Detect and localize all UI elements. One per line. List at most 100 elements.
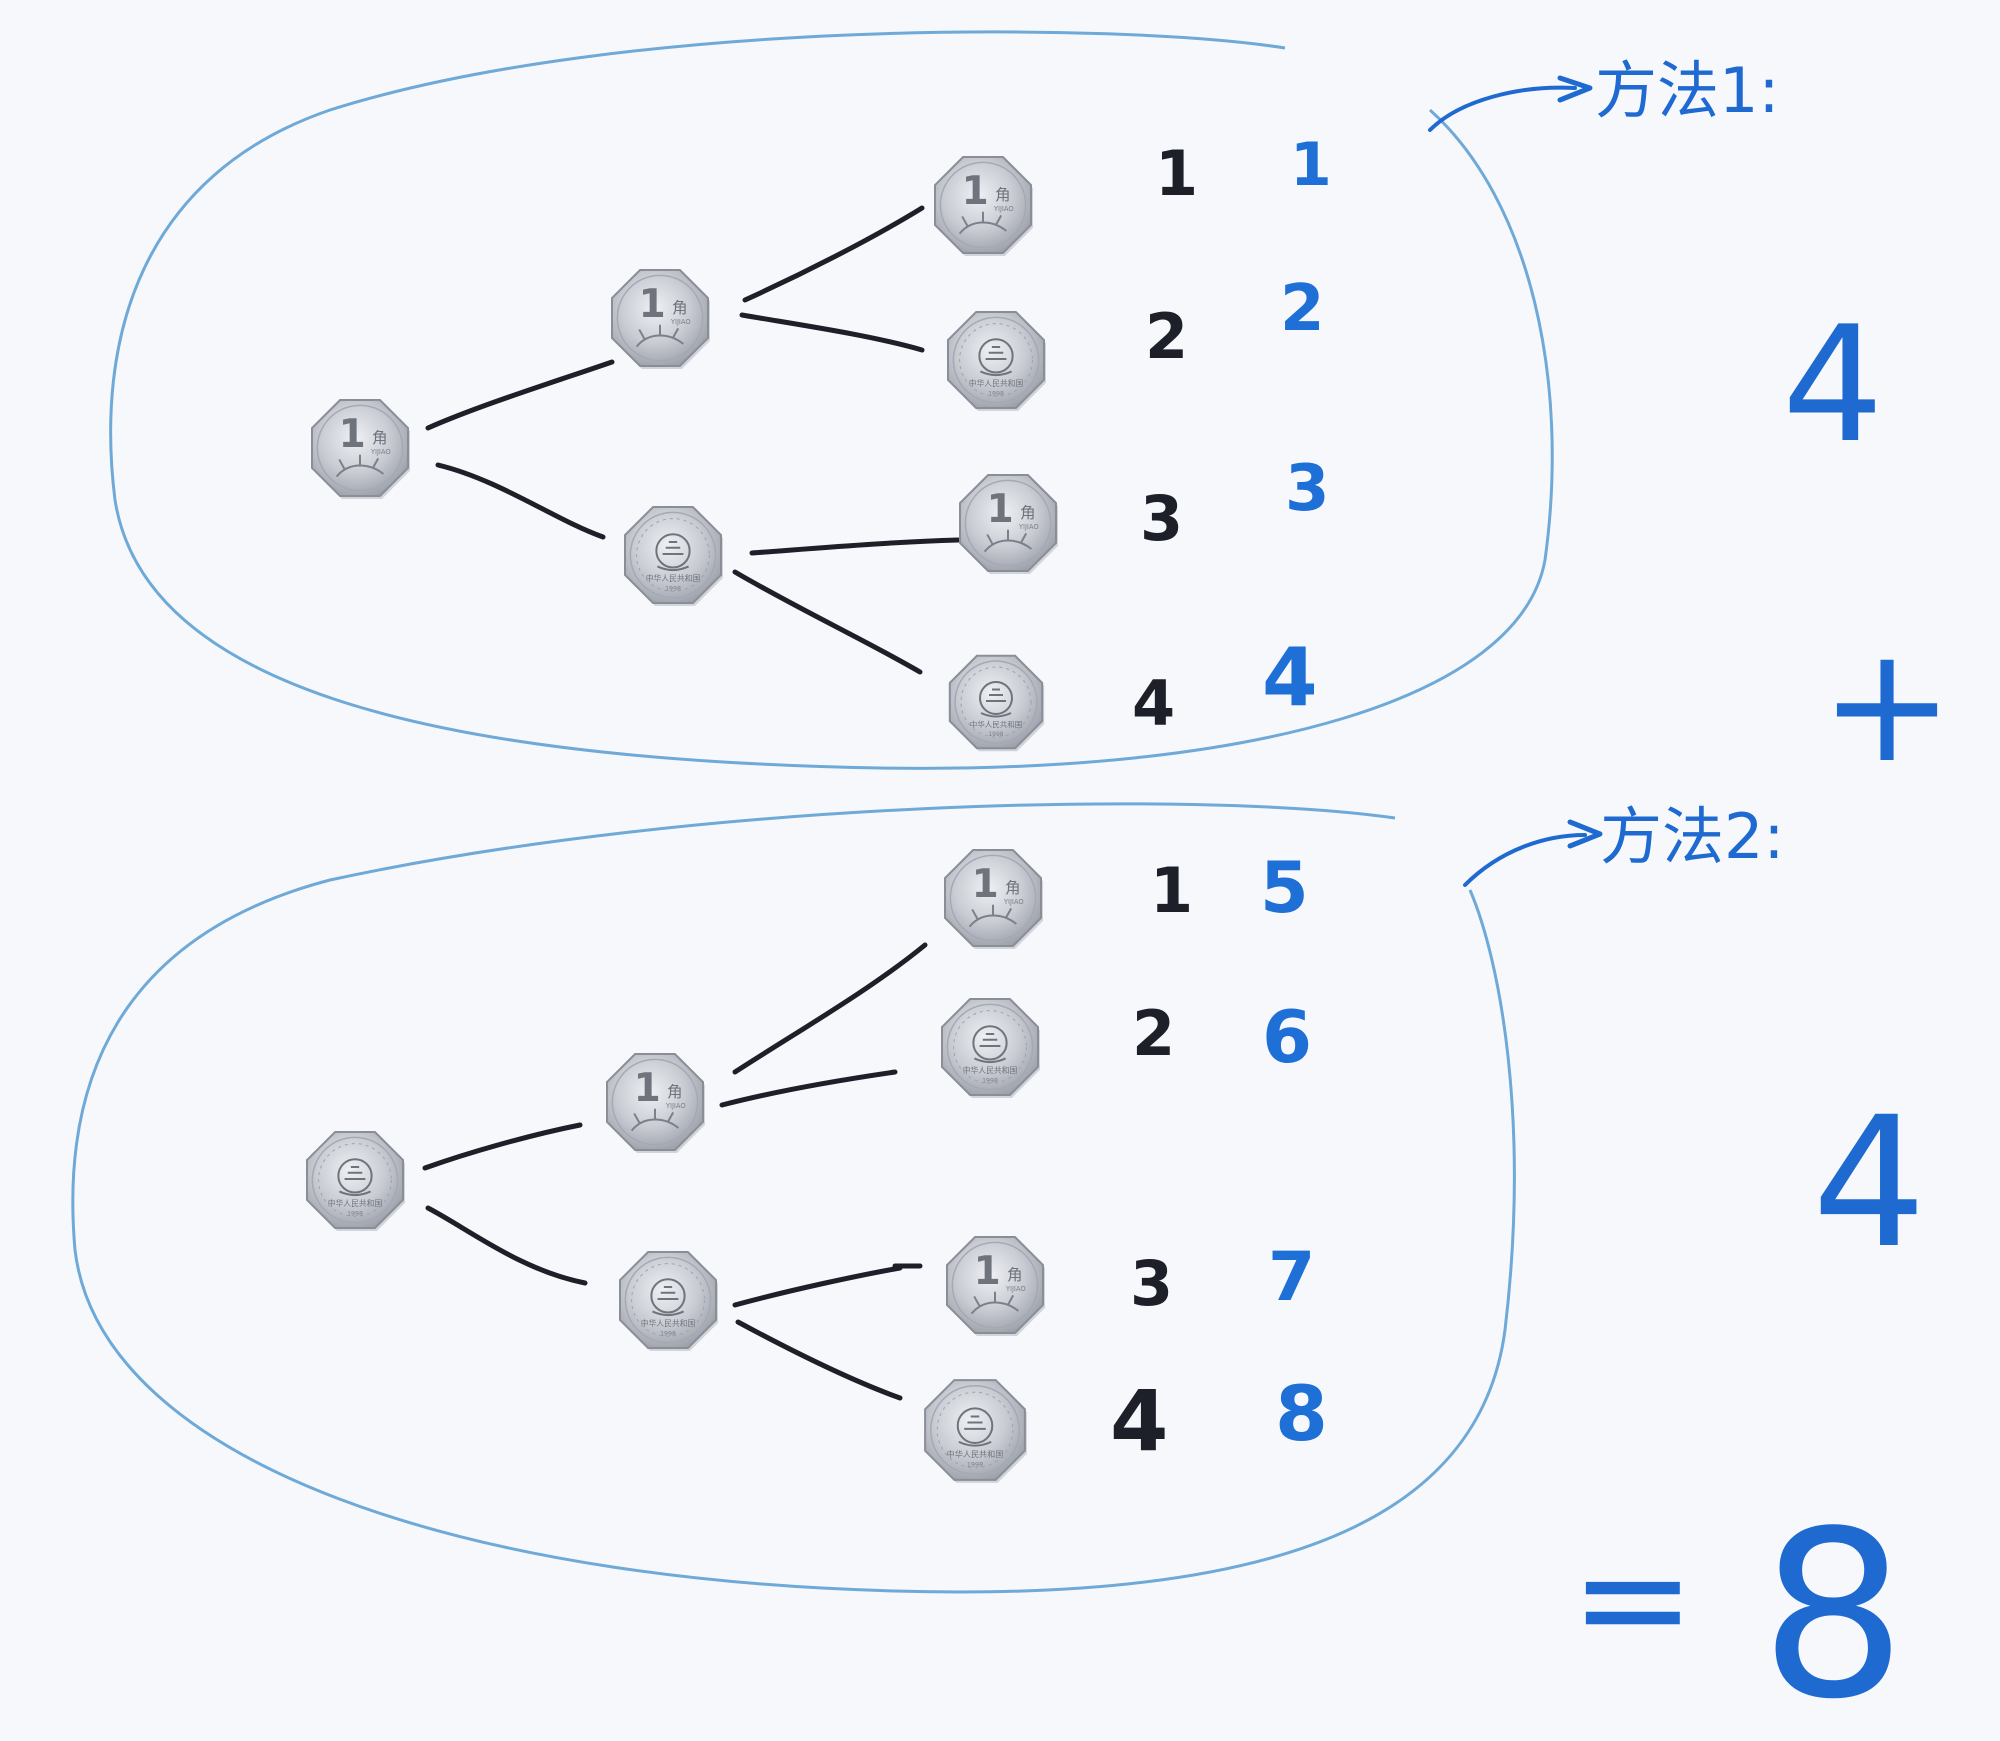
coin-caption: 中华人民共和国 bbox=[328, 1198, 383, 1208]
coin-year: 1998 bbox=[665, 585, 681, 592]
plus-sign: + bbox=[1820, 611, 1954, 798]
orchid-icon bbox=[335, 454, 385, 478]
coin-rim-lettering bbox=[936, 1391, 1014, 1469]
coin-numeral: 1 bbox=[987, 487, 1014, 532]
group-2-row-numbers: 1 2 3 4 bbox=[1110, 854, 1193, 1470]
coin-caption: 中华人民共和国 bbox=[969, 378, 1024, 388]
row-number: 2 bbox=[1145, 300, 1188, 373]
national-emblem-icon bbox=[972, 1025, 1008, 1064]
coin-caption: 中华人民共和国 bbox=[646, 573, 701, 583]
coin-year: 1998 bbox=[967, 1461, 983, 1469]
group-2-loop-tail bbox=[1463, 833, 1587, 887]
group-1-branches bbox=[425, 205, 961, 675]
running-total: 7 bbox=[1268, 1238, 1315, 1317]
coin-year: 1998 bbox=[347, 1210, 363, 1217]
coin-pinyin: YIJIAO bbox=[370, 448, 391, 456]
national-emblem-icon bbox=[337, 1158, 373, 1197]
group-1-method-label: 方法1: bbox=[1595, 54, 1779, 127]
national-emblem-icon bbox=[979, 681, 1013, 718]
group-1-loop-tail bbox=[1428, 85, 1577, 132]
running-total: 4 bbox=[1262, 631, 1318, 724]
branch-line bbox=[719, 1069, 898, 1108]
group-2-method-label: 方法2: bbox=[1600, 800, 1784, 873]
coin-pinyin: YIJIAO bbox=[665, 1102, 686, 1110]
coin-unit: 角 bbox=[372, 429, 388, 447]
branch-line bbox=[742, 205, 925, 303]
equals-sign: = bbox=[1570, 1512, 1696, 1686]
orchid-icon bbox=[983, 529, 1033, 553]
branch-line bbox=[435, 462, 606, 540]
sum-equation: 4 + 4 = 8 bbox=[1570, 291, 1954, 1741]
coin-unit: 角 bbox=[672, 299, 688, 317]
running-total: 5 bbox=[1260, 847, 1309, 929]
orchid-icon bbox=[630, 1108, 680, 1132]
coin-emblem-side: 中华人民共和国 1998 bbox=[306, 1131, 405, 1231]
branch-line bbox=[739, 312, 925, 353]
coin-numeral: 1 bbox=[962, 169, 989, 214]
group-1-count: 4 bbox=[1782, 291, 1884, 478]
coin-unit: 角 bbox=[1007, 1266, 1023, 1284]
row-number: 3 bbox=[1140, 482, 1183, 555]
branch-line bbox=[732, 569, 923, 675]
coin-pinyin: YIJIAO bbox=[1003, 898, 1024, 906]
row-number: 4 bbox=[1110, 1372, 1168, 1470]
coin-caption: 中华人民共和国 bbox=[963, 1065, 1018, 1075]
national-emblem-icon bbox=[650, 1278, 686, 1317]
coin-caption: 中华人民共和国 bbox=[641, 1318, 696, 1328]
running-total: 3 bbox=[1285, 452, 1330, 526]
running-total: 6 bbox=[1262, 995, 1312, 1079]
group-1-running-totals: 1 2 3 4 bbox=[1262, 130, 1332, 724]
row-number: 4 bbox=[1132, 667, 1175, 740]
coin-unit: 角 bbox=[1005, 879, 1021, 897]
arrow-right-icon bbox=[1557, 75, 1593, 103]
orchid-icon bbox=[635, 324, 685, 348]
coin-numeral: 1 bbox=[634, 1066, 661, 1111]
orchid-icon bbox=[968, 904, 1018, 928]
coin-caption: 中华人民共和国 bbox=[970, 719, 1023, 729]
orchid-icon bbox=[958, 211, 1008, 235]
coin-year: 1998 bbox=[988, 731, 1003, 738]
coin-unit: 角 bbox=[995, 186, 1011, 204]
coin-rim-lettering bbox=[960, 666, 1032, 738]
coin-numeral: 1 bbox=[339, 412, 366, 457]
branch-line bbox=[749, 537, 961, 556]
branch-line bbox=[425, 1205, 588, 1286]
coin-rim-lettering bbox=[318, 1143, 392, 1217]
coin-unit: 角 bbox=[667, 1083, 683, 1101]
row-number: 1 bbox=[1155, 137, 1198, 210]
running-total: 2 bbox=[1280, 272, 1325, 346]
group-1-row-numbers: 1 2 3 4 bbox=[1132, 137, 1198, 740]
branch-line bbox=[422, 1122, 583, 1171]
coin-pinyin: YIJIAO bbox=[993, 205, 1014, 213]
national-emblem-icon bbox=[956, 1407, 994, 1447]
group-2-loop bbox=[71, 802, 1516, 1594]
row-number: 3 bbox=[1130, 1247, 1173, 1320]
running-total: 8 bbox=[1275, 1369, 1328, 1458]
group-1-loop bbox=[109, 30, 1554, 770]
national-emblem-icon bbox=[978, 338, 1014, 377]
row-number: 2 bbox=[1132, 997, 1175, 1070]
branch-line bbox=[425, 359, 615, 431]
coin-pinyin: YIJIAO bbox=[1005, 1285, 1026, 1293]
coin-year: 1998 bbox=[660, 1330, 676, 1337]
branch-line bbox=[732, 942, 928, 1075]
coin-pinyin: YIJIAO bbox=[670, 318, 691, 326]
coin-emblem-side: 中华人民共和国 1998 bbox=[948, 654, 1045, 752]
national-emblem-icon bbox=[655, 533, 691, 572]
group-1-label: 方法1: bbox=[1557, 54, 1779, 127]
running-total: 1 bbox=[1290, 130, 1332, 200]
coin-rim-lettering bbox=[631, 1263, 705, 1337]
branch-line bbox=[732, 1265, 903, 1308]
coin-numeral: 1 bbox=[974, 1249, 1001, 1294]
